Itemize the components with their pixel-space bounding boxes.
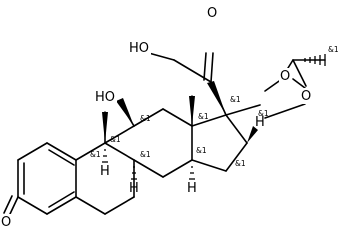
stereo-descriptor-layer: &1 &1 &1 &1 &1 &1 &1 &1 &1 &1 bbox=[90, 45, 339, 168]
bond-layer bbox=[3, 51, 306, 215]
stereo-label: &1 bbox=[196, 146, 207, 155]
c8-hydrogen-label: H bbox=[129, 181, 139, 196]
stereo-label: &1 bbox=[258, 109, 269, 118]
stereo-label: &1 bbox=[235, 159, 246, 168]
dioxolane-bottom-oxygen-label: O bbox=[301, 89, 311, 104]
stereo-label: &1 bbox=[110, 135, 121, 144]
c14-hydrogen-label: H bbox=[187, 181, 197, 196]
stereo-label: &1 bbox=[90, 150, 101, 159]
dioxolane-top-oxygen-label: O bbox=[280, 69, 290, 84]
c9-hydrogen-label: H bbox=[100, 164, 110, 179]
c3-oxygen-label: O bbox=[1, 215, 11, 230]
c11-hydroxyl-label: HO bbox=[95, 90, 115, 105]
atom-label-layer: O HO O O HO O H H H H bbox=[0, 4, 313, 230]
stereo-label: &1 bbox=[198, 112, 209, 121]
stereo-bond-layer bbox=[102, 54, 326, 180]
stereo-label: &1 bbox=[328, 45, 339, 54]
sidechain-hydroxyl-label: HO bbox=[129, 41, 149, 56]
stereo-label: &1 bbox=[140, 150, 151, 159]
stereo-label: &1 bbox=[230, 95, 241, 104]
ketone-oxygen-label: O bbox=[207, 6, 217, 21]
c16-hydrogen-label: H bbox=[255, 115, 265, 130]
stereo-label: &1 bbox=[140, 114, 151, 123]
